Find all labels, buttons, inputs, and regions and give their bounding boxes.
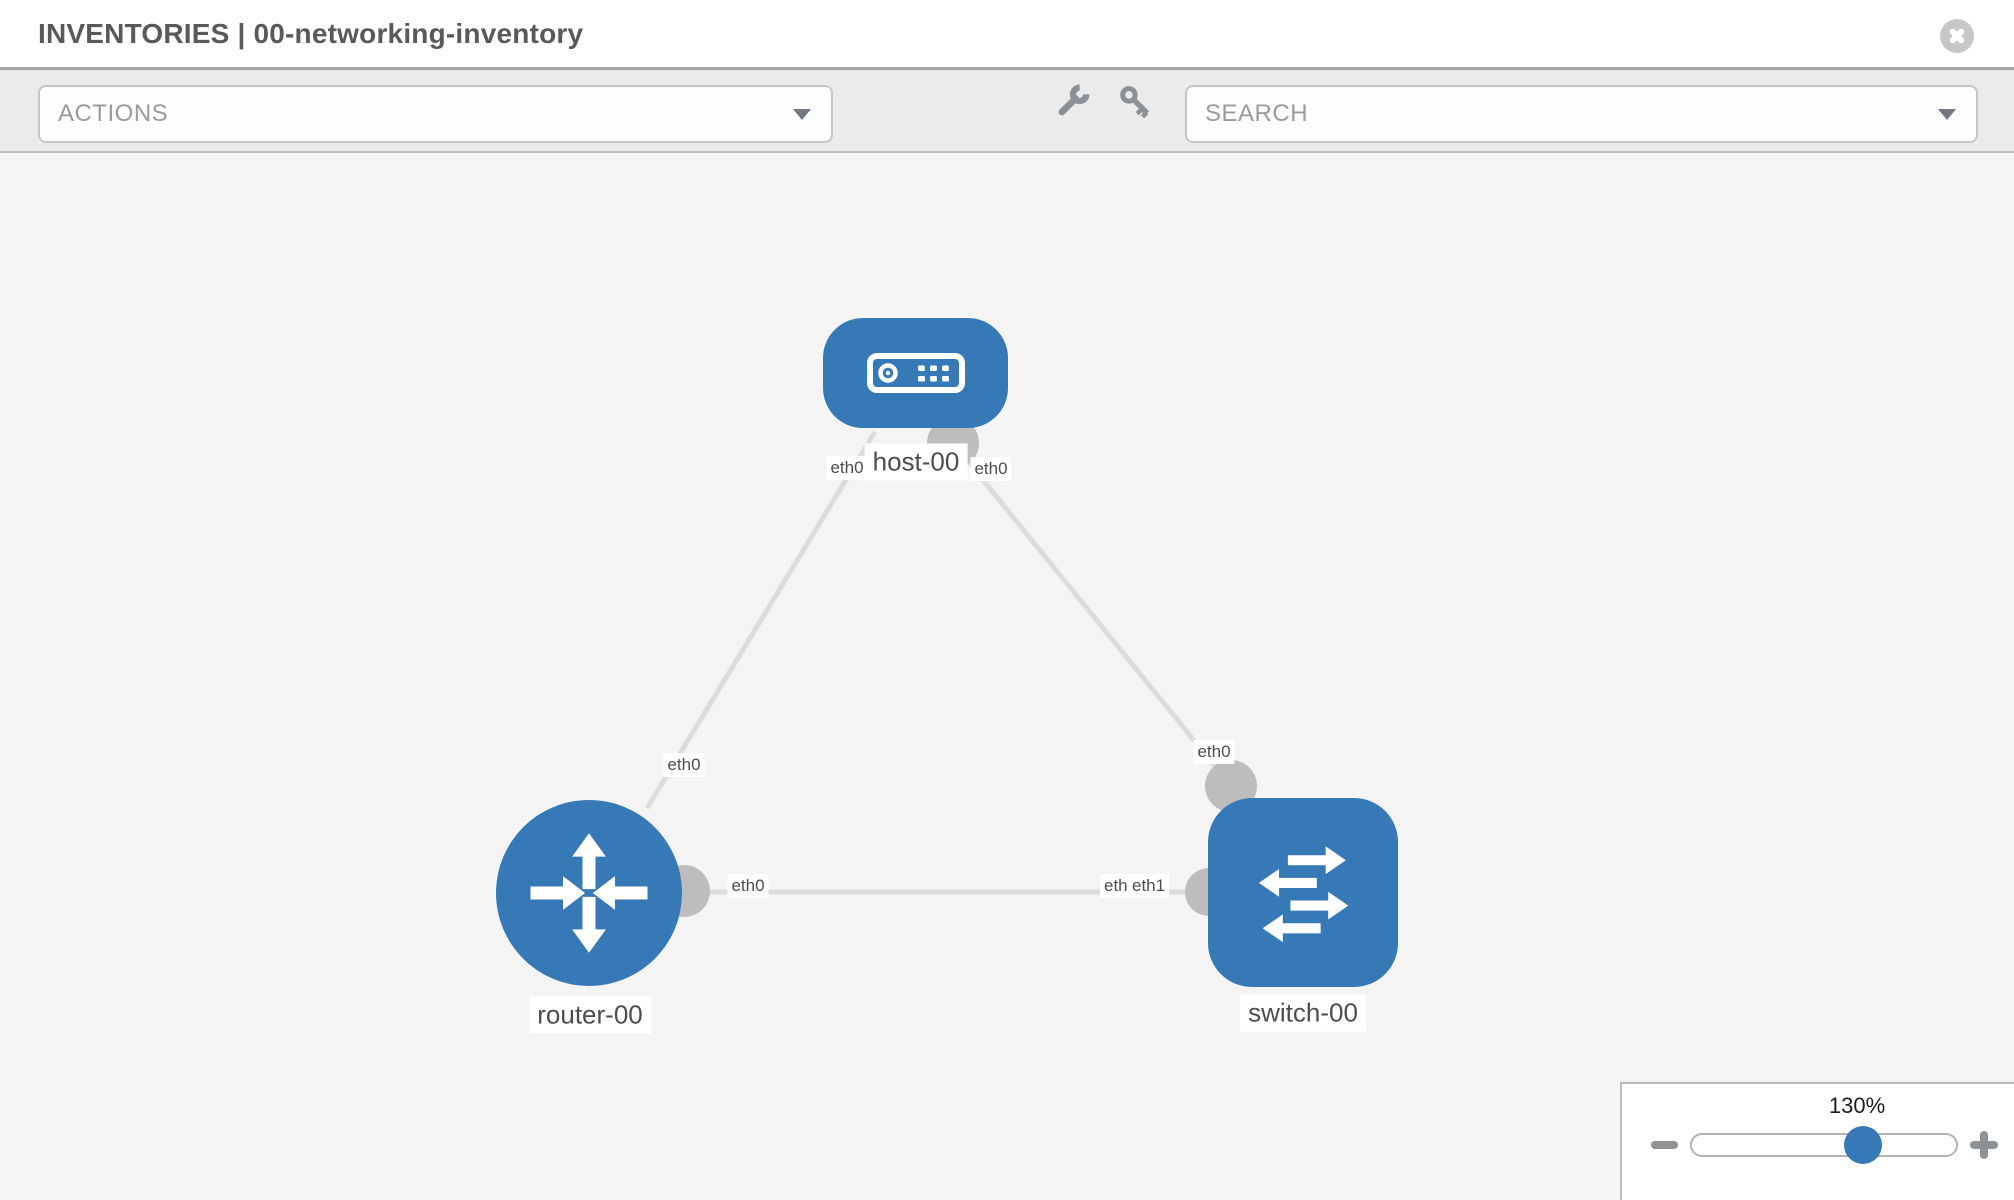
zoom-level-value: 130% [1828,1093,1886,1118]
search-dropdown-label: SEARCH [1205,100,1309,127]
node-label-router: router-00 [529,996,651,1034]
interface-label-switch-eth0: eth0 [1193,740,1235,764]
topology-canvas[interactable]: host-00 router-00 switch-00 eth0 eth0 et… [0,153,2014,1200]
zoom-out-button[interactable] [1651,1141,1678,1149]
node-router-00[interactable] [496,800,682,986]
page-title: INVENTORIES | 00-networking-inventory [38,17,584,49]
close-icon[interactable] [1940,19,1974,53]
interface-label-host-eth0-left: eth0 [826,456,868,480]
actions-dropdown[interactable]: ACTIONS [38,85,833,143]
node-label-host: host-00 [864,443,968,481]
node-host-00[interactable] [823,318,1008,428]
chevron-down-icon [1938,109,1956,120]
zoom-slider-knob[interactable] [1844,1126,1882,1164]
toolbar: ACTIONS SEARCH [0,67,2014,153]
link-host-router[interactable] [644,430,878,810]
zoom-in-button[interactable] [1970,1131,1998,1159]
key-icon[interactable] [1116,82,1156,122]
interface-label-switch-eth1: eth1 [1128,874,1170,898]
router-arrows-icon [530,833,648,953]
interface-label-host-eth0-right: eth0 [970,457,1012,481]
zoom-slider-track[interactable] [1690,1133,1958,1157]
wrench-icon[interactable] [1052,82,1092,122]
interface-label-router-eth0-uplink: eth0 [663,753,705,777]
link-host-switch[interactable] [951,441,1233,788]
server-icon [866,353,965,393]
plus-icon [1980,1131,1988,1159]
actions-dropdown-label: ACTIONS [58,100,169,127]
search-dropdown[interactable]: SEARCH [1185,85,1978,143]
topology-links-layer [644,417,1257,917]
node-switch-00[interactable] [1208,798,1398,987]
breadcrumb-header: INVENTORIES | 00-networking-inventory [0,0,2014,67]
node-label-switch: switch-00 [1240,994,1366,1032]
zoom-control-panel: 130% [1620,1082,2014,1200]
switch-arrows-icon [1258,845,1349,942]
chevron-down-icon [793,109,811,120]
interface-label-router-eth0: eth0 [727,874,769,898]
